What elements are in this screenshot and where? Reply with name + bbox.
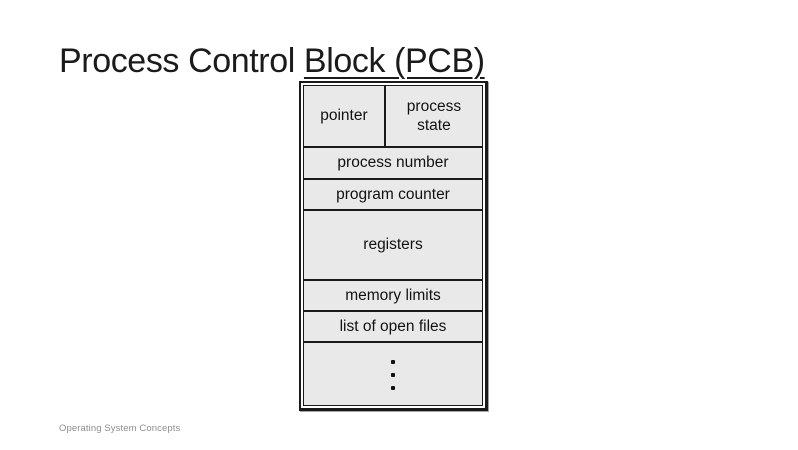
pcb-cell-pointer-label: pointer xyxy=(320,107,368,124)
pcb-cell-ellipsis xyxy=(304,341,482,405)
footer-text: Operating System Concepts xyxy=(59,423,181,434)
pcb-cell-process-state: process state xyxy=(386,86,482,146)
pcb-cell-pointer: pointer xyxy=(304,86,386,146)
pcb-cell-process-state-label: process state xyxy=(406,97,462,134)
pcb-diagram: pointer process state process number pro… xyxy=(299,81,488,411)
pcb-cell-open-files-label: list of open files xyxy=(339,317,447,335)
title-underlined-segment: Block (PCB) xyxy=(303,42,485,80)
title-prefix: Process Control xyxy=(59,42,304,80)
pcb-row-pointer-state: pointer process state xyxy=(304,86,482,146)
pcb-cell-open-files: list of open files xyxy=(304,310,482,341)
pcb-cell-program-counter: program counter xyxy=(304,178,482,209)
pcb-diagram-inner: pointer process state process number pro… xyxy=(303,85,483,406)
pcb-cell-process-number: process number xyxy=(304,146,482,178)
pcb-cell-program-counter-label: program counter xyxy=(336,185,450,203)
pcb-cell-registers: registers xyxy=(304,209,482,279)
pcb-cell-process-number-label: process number xyxy=(337,154,449,171)
page-title: Process Control Block (PCB) xyxy=(59,42,485,81)
pcb-cell-memory-limits-label: memory limits xyxy=(345,286,441,304)
pcb-cell-memory-limits: memory limits xyxy=(304,279,482,310)
vertical-ellipsis-icon xyxy=(391,358,395,390)
pcb-cell-registers-label: registers xyxy=(363,236,423,253)
